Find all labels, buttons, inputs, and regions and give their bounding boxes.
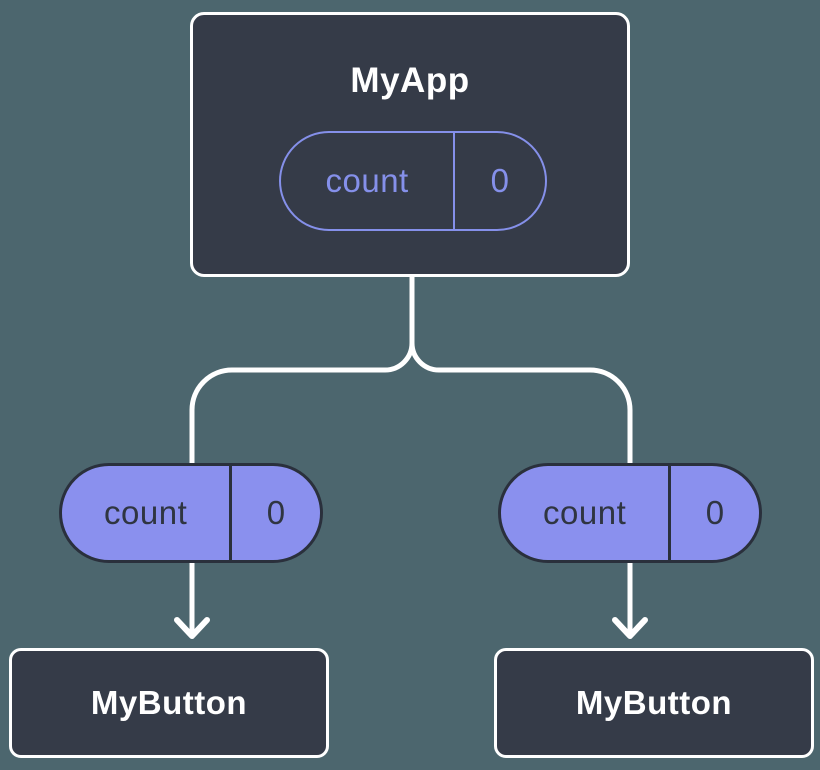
prop-pill-left-value: 0	[266, 494, 286, 531]
state-pill-name: count	[281, 133, 456, 229]
branch-left-line	[189, 272, 415, 635]
node-mybutton-right: MyButton	[494, 648, 814, 758]
state-pill-myapp: count 0	[279, 131, 547, 231]
arrowhead-right-icon	[612, 617, 648, 639]
prop-pill-right-name: count	[501, 466, 672, 560]
prop-pill-left-name: count	[62, 466, 233, 560]
prop-pill-left: count 0	[59, 463, 323, 563]
node-myapp: MyApp count 0	[190, 12, 630, 277]
prop-pill-right: count 0	[498, 463, 762, 563]
prop-pill-right-value: 0	[705, 494, 725, 531]
branch-right-line	[409, 272, 633, 635]
arrowhead-left-icon	[174, 617, 210, 639]
node-mybutton-left: MyButton	[9, 648, 329, 758]
node-myapp-label: MyApp	[350, 61, 470, 100]
state-pill-value: 0	[490, 162, 510, 199]
